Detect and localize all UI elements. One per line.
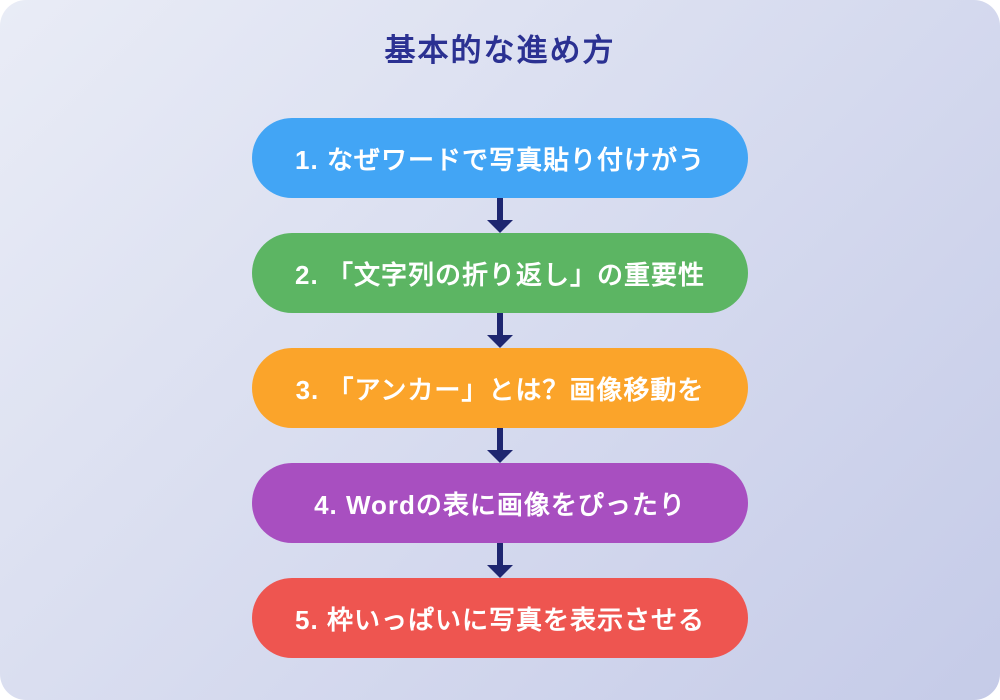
flowchart: 1. なぜワードで写真貼り付けがう 2. 「文字列の折り返し」の重要性 3. 「… (252, 118, 748, 658)
page-title: 基本的な進め方 (384, 33, 616, 68)
step-label: 4. Wordの表に画像をぴったり (314, 489, 686, 520)
step-label: 5. 枠いっぱいに写真を表示させる (295, 604, 705, 635)
arrow-down-icon (487, 313, 513, 348)
step-pill: 3. 「アンカー」とは？画像移動を (252, 348, 748, 428)
step-pill: 5. 枠いっぱいに写真を表示させる (252, 578, 748, 658)
step-pill: 1. なぜワードで写真貼り付けがう (252, 118, 748, 198)
step-label: 3. 「アンカー」とは？画像移動を (295, 374, 705, 405)
arrow-down-icon (487, 198, 513, 233)
step-pill: 2. 「文字列の折り返し」の重要性 (252, 233, 748, 313)
arrow-down-icon (487, 543, 513, 578)
step-label: 1. なぜワードで写真貼り付けがう (295, 144, 705, 175)
step-label: 2. 「文字列の折り返し」の重要性 (295, 259, 705, 290)
arrow-down-icon (487, 428, 513, 463)
step-pill: 4. Wordの表に画像をぴったり (252, 463, 748, 543)
